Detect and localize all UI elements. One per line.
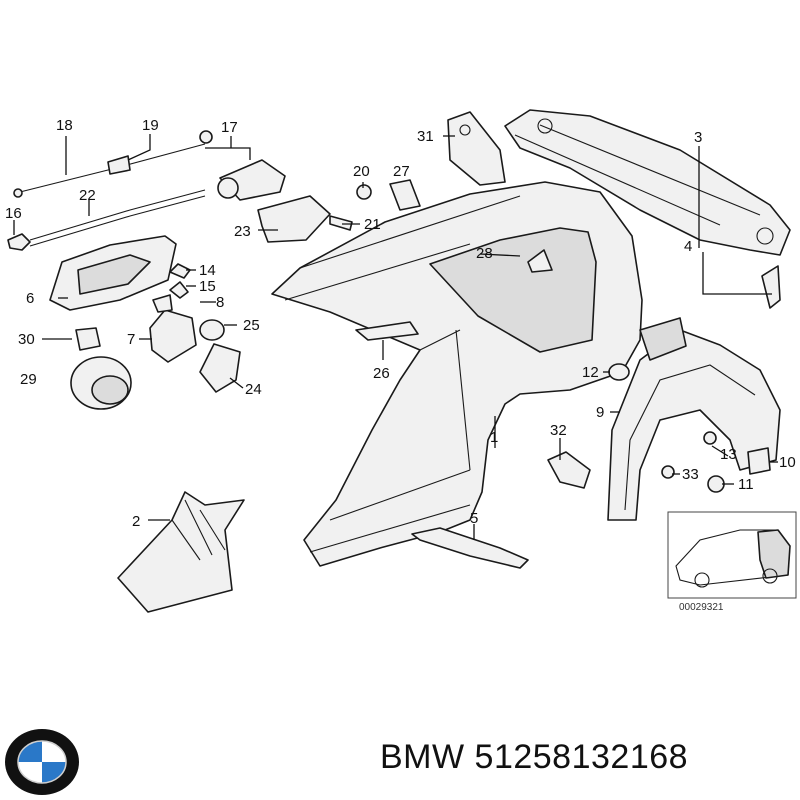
callout-11: 11 — [738, 476, 754, 493]
pad-part-28 — [527, 249, 553, 273]
bracket-part-23 — [257, 195, 331, 243]
brand-name: BMW — [380, 738, 465, 776]
bracket-part-4 — [761, 265, 781, 309]
cap-part-14 — [169, 263, 191, 279]
callout-13: 13 — [720, 446, 737, 463]
callout-16: 16 — [5, 205, 22, 222]
callout-labels: 18 19 17 22 16 6 7 8 14 15 30 29 25 24 2… — [5, 117, 796, 530]
callout-24: 24 — [245, 381, 262, 398]
callout-28: 28 — [476, 245, 493, 262]
car-location-inset: 00029321 — [667, 511, 797, 613]
part-number: 51258132168 — [474, 738, 689, 776]
callout-19: 19 — [142, 117, 159, 134]
bracket-part-32 — [547, 451, 591, 489]
part-caption: BMW 51258132168 — [380, 738, 688, 777]
fastener-part-10 — [747, 447, 771, 475]
bracket-part-7 — [149, 309, 197, 363]
callout-10: 10 — [779, 454, 796, 471]
callout-4: 4 — [684, 238, 692, 255]
bolt-part-21 — [329, 215, 353, 231]
callout-1: 1 — [490, 429, 498, 446]
leader-lines — [13, 134, 778, 540]
callout-26: 26 — [373, 365, 390, 382]
plug-part-12 — [608, 363, 630, 381]
callout-23: 23 — [234, 223, 251, 240]
rear-panel-part — [504, 109, 791, 256]
callout-27: 27 — [393, 163, 410, 180]
callout-14: 14 — [199, 262, 216, 279]
wheel-arch-liner-part — [607, 317, 781, 521]
callout-12: 12 — [582, 364, 599, 381]
callout-18: 18 — [56, 117, 73, 134]
callout-31: 31 — [417, 128, 434, 145]
callout-32: 32 — [550, 422, 567, 439]
nut-part-11 — [707, 475, 725, 493]
rod-part-18 — [13, 130, 213, 198]
callout-29: 29 — [20, 371, 37, 388]
bracket-part-31 — [447, 111, 506, 186]
callout-22: 22 — [79, 187, 96, 204]
sleeve-part-29 — [70, 356, 132, 410]
strip-part-5 — [411, 527, 529, 569]
inset-reference-id: 00029321 — [679, 602, 724, 613]
cable-part-22 — [29, 189, 206, 247]
pad-part-27 — [389, 179, 421, 211]
screw-part-13 — [703, 431, 717, 445]
clip-part-8 — [152, 294, 173, 313]
callout-33: 33 — [682, 466, 699, 483]
clip-part-30 — [75, 327, 101, 351]
bracket-part-24 — [199, 343, 241, 393]
callout-8: 8 — [216, 294, 224, 311]
callout-2: 2 — [132, 513, 140, 530]
callout-30: 30 — [18, 331, 35, 348]
grommet-part-25 — [199, 319, 225, 341]
callout-7: 7 — [127, 331, 135, 348]
callout-15: 15 — [199, 278, 216, 295]
callout-25: 25 — [243, 317, 260, 334]
fuel-flap-housing-part — [49, 235, 177, 311]
callout-21: 21 — [364, 216, 381, 233]
callout-3: 3 — [694, 129, 702, 146]
side-panel-part — [271, 181, 643, 567]
callout-9: 9 — [596, 404, 604, 421]
bolt-part-16 — [7, 233, 31, 251]
callout-20: 20 — [353, 163, 370, 180]
clip-part-33 — [661, 465, 675, 479]
clip-part-15 — [169, 281, 189, 299]
callout-6: 6 — [26, 290, 34, 307]
callout-17: 17 — [221, 119, 238, 136]
screw-part-20 — [356, 184, 372, 200]
sill-cover-part — [117, 491, 245, 613]
bracket-part-26 — [355, 321, 419, 341]
bmw-logo — [5, 729, 79, 795]
actuator-part-17 — [217, 159, 286, 201]
callout-5: 5 — [470, 510, 478, 527]
